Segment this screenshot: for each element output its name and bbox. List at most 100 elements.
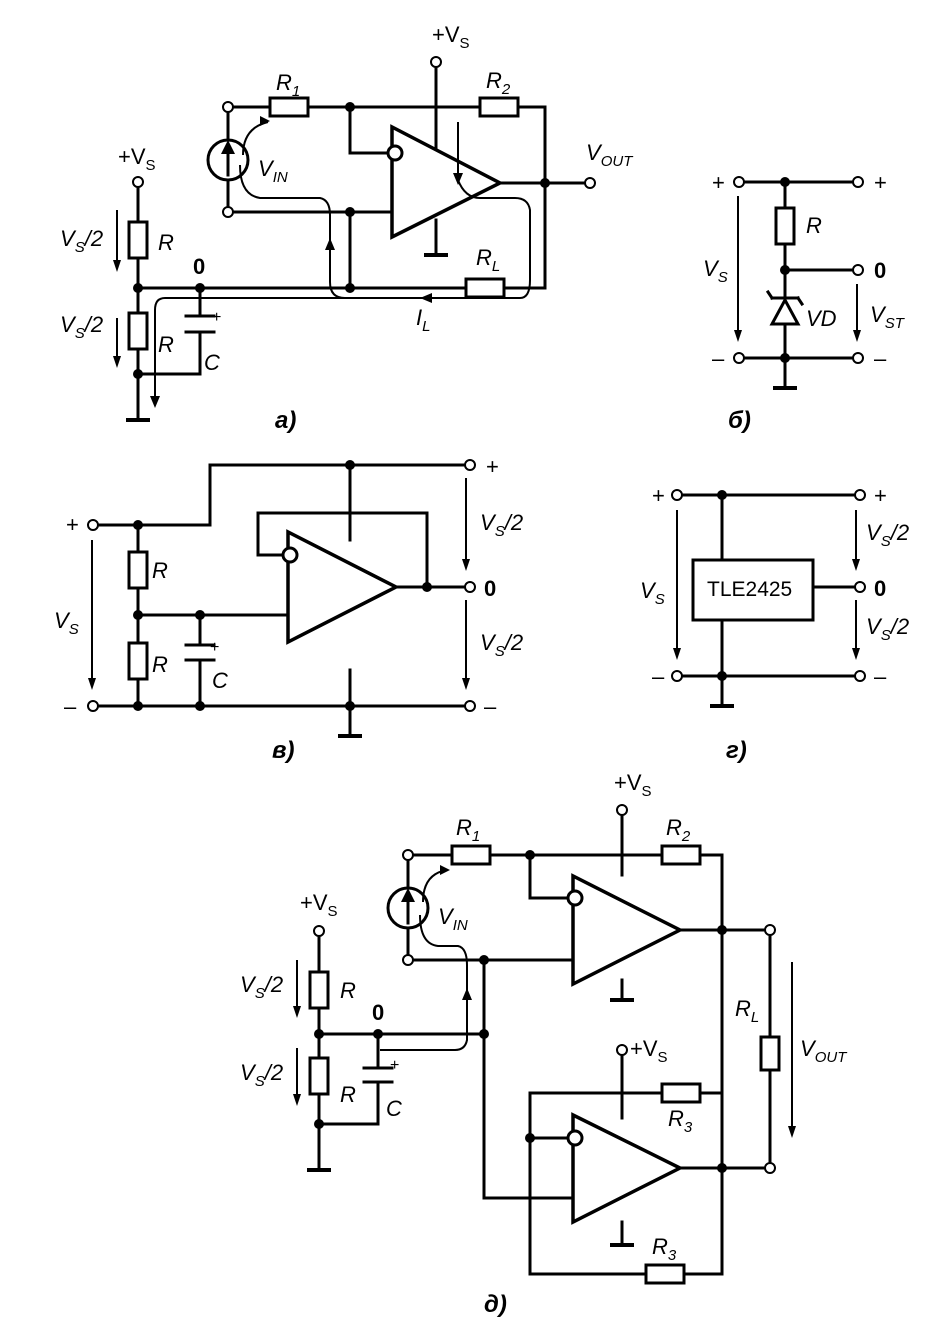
label-r-bottom: R <box>158 332 174 357</box>
label-vst: VST <box>870 302 906 332</box>
label-vs-mid: +VS <box>630 1036 668 1066</box>
label-c: C <box>212 668 228 693</box>
terminal <box>222 101 234 113</box>
label-rl: RL <box>735 996 759 1026</box>
label-vs: VS <box>703 256 728 286</box>
label-rl: RL <box>476 245 500 275</box>
terminal <box>584 177 596 189</box>
inverting-bubble <box>281 546 299 564</box>
terminal <box>733 352 745 364</box>
terminal <box>464 581 476 593</box>
terminal <box>852 264 864 276</box>
terminal <box>764 1162 776 1174</box>
label-r-top: R <box>152 558 168 583</box>
label-half-bottom: VS/2 <box>60 312 103 342</box>
tle2425-chip <box>691 558 815 622</box>
label-minus-right: – <box>874 664 887 689</box>
label-vd: VD <box>806 306 837 331</box>
resistor-r3-upper <box>660 1082 702 1104</box>
terminal <box>671 670 683 682</box>
label-half-top: VS/2 <box>60 226 103 256</box>
terminal <box>854 581 866 593</box>
resistor-r-top <box>127 550 149 590</box>
label-r1: R1 <box>276 70 300 100</box>
label-zero: 0 <box>874 576 886 601</box>
resistor-r1 <box>268 96 310 118</box>
resistor-rl <box>759 1035 781 1072</box>
resistor-r-top <box>127 220 149 260</box>
label-minus-left: – <box>64 694 77 719</box>
op-amp <box>390 124 504 240</box>
inverting-bubble <box>386 144 404 162</box>
resistor-r2 <box>660 844 702 866</box>
terminal <box>132 176 144 188</box>
resistor-r2 <box>478 96 520 118</box>
label-half-top: VS/2 <box>480 510 523 540</box>
terminal <box>464 700 476 712</box>
label-half-top: VS/2 <box>240 972 283 1002</box>
caption-b: б) <box>728 407 751 434</box>
terminal <box>430 56 442 68</box>
circuit-b: + + R VS 0 VD VST – – б) <box>703 170 906 434</box>
label-c: C <box>386 1096 402 1121</box>
label-vin: VIN <box>258 156 288 186</box>
caption-d: д) <box>484 1291 507 1318</box>
label-half-top: VS/2 <box>866 520 909 550</box>
label-vout: VOUT <box>800 1036 848 1066</box>
op-amp-upper <box>571 873 684 987</box>
label-minus-right: – <box>874 346 887 371</box>
circuit-g: + + VS/2 VS TLE2425 0 VS/2 – – г) <box>640 483 909 764</box>
label-cap-plus: + <box>390 1057 399 1074</box>
terminal <box>616 1044 628 1056</box>
resistor-r-bottom <box>127 311 149 351</box>
inverting-bubble <box>566 1129 584 1147</box>
op-amp <box>286 529 400 645</box>
label-cap-plus: + <box>210 639 219 656</box>
resistor-r-bottom <box>308 1056 330 1096</box>
terminal <box>402 954 414 966</box>
label-half-bottom: VS/2 <box>240 1060 283 1090</box>
label-zero: 0 <box>874 258 886 283</box>
inverting-bubble <box>566 889 584 907</box>
label-c: C <box>204 350 220 375</box>
label-vout: VOUT <box>586 140 634 170</box>
terminal <box>616 804 628 816</box>
label-vin: VIN <box>438 904 468 934</box>
terminal <box>852 352 864 364</box>
caption-v: в) <box>272 737 295 764</box>
terminal <box>852 176 864 188</box>
label-minus-left: – <box>712 346 725 371</box>
resistor-r-top <box>308 970 330 1010</box>
resistor-r <box>774 206 796 246</box>
label-r-top: R <box>340 978 356 1003</box>
terminal <box>464 459 476 471</box>
caption-a: а) <box>275 407 296 434</box>
terminal <box>671 489 683 501</box>
label-r-top: R <box>158 230 174 255</box>
label-minus-right: – <box>484 694 497 719</box>
label-vs-top: +VS <box>614 770 652 800</box>
terminal <box>402 849 414 861</box>
label-vs-left: +VS <box>300 890 338 920</box>
terminal <box>854 489 866 501</box>
terminal <box>87 519 99 531</box>
label-r-bottom: R <box>152 652 168 677</box>
caption-g: г) <box>726 737 747 764</box>
chip-label: TLE2425 <box>707 578 792 601</box>
resistor-r-bottom <box>127 641 149 681</box>
label-r2: R2 <box>666 815 691 845</box>
label-vs: VS <box>640 578 665 608</box>
resistor-rl <box>464 277 506 299</box>
terminal <box>87 700 99 712</box>
circuit-a: +VS R1 R2 VIN VOUT +VS VS/2 VS/2 R R 0 R… <box>60 22 634 434</box>
op-amp-lower <box>571 1112 684 1225</box>
label-r3-upper: R3 <box>668 1106 693 1136</box>
label-zero: 0 <box>372 1000 384 1025</box>
label-half-bottom: VS/2 <box>480 630 523 660</box>
label-cap-plus: + <box>212 309 221 326</box>
label-r3-lower: R3 <box>652 1234 677 1264</box>
terminal <box>222 206 234 218</box>
label-zero: 0 <box>484 576 496 601</box>
resistor-r3-lower <box>644 1263 686 1285</box>
